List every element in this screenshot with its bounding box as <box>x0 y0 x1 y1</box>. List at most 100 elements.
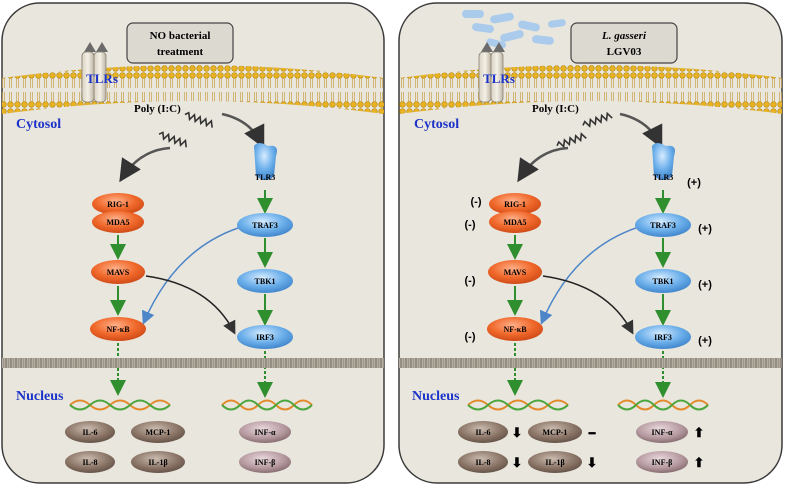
nfkb-label: NF-κB <box>503 325 527 334</box>
il8-label: IL-8 <box>475 458 490 467</box>
nfkb-node <box>487 317 543 341</box>
rig1-sign: (-) <box>471 196 482 208</box>
mavs-node <box>91 260 145 284</box>
infb-node <box>636 451 688 473</box>
mda5-label: MDA5 <box>106 218 129 227</box>
il8-node <box>65 451 115 473</box>
tlr3-label: TLR3 <box>255 173 275 182</box>
cytosol-label: Cytosol <box>16 117 61 132</box>
tlr-label: TLRs <box>86 71 118 86</box>
infa-node <box>636 421 688 443</box>
traf3-node <box>635 213 691 237</box>
il1b-label: IL-1β <box>545 458 564 467</box>
il1b-down-arrow: ⬇ <box>587 455 598 470</box>
infa-up-arrow: ⬆ <box>694 425 705 440</box>
traf3-node <box>237 213 293 237</box>
infa-node <box>239 421 291 443</box>
mcp1-label: MCP-1 <box>146 428 171 437</box>
dna-left <box>467 399 569 411</box>
polyic-strand-2 <box>184 111 213 128</box>
nucleus-label: Nucleus <box>412 389 460 404</box>
dna-left <box>69 399 171 411</box>
mavs-label: MAVS <box>504 268 527 277</box>
mavs-label: MAVS <box>107 268 130 277</box>
polyic-label: Poly (I:C) <box>532 103 579 115</box>
il6-node <box>458 421 508 443</box>
il8-node <box>458 451 508 473</box>
traf3-label: TRAF3 <box>650 221 676 230</box>
tlr3-node <box>254 143 277 180</box>
right-panel: TLRs L. gasseri LGV03 Cytosol Poly (I:C)… <box>398 2 783 484</box>
mda5-node <box>489 211 541 233</box>
mcp1-label: MCP-1 <box>543 428 568 437</box>
arrow-to-tlr3 <box>619 112 663 149</box>
treatment-line2: LGV03 <box>607 46 642 58</box>
il8-label: IL-8 <box>82 458 97 467</box>
mavs-node <box>488 260 542 284</box>
irf3-node <box>635 325 691 349</box>
rig1-node <box>92 193 144 215</box>
irf3-label: IRF3 <box>256 333 274 342</box>
tbk1-label: TBK1 <box>653 277 674 286</box>
rig1-label: RIG-1 <box>504 200 526 209</box>
infb-label: INF-β <box>652 458 673 467</box>
treatment-line1: NO bacterial <box>150 30 211 42</box>
cytosol-label: Cytosol <box>414 117 459 132</box>
tlr-label: TLRs <box>483 71 515 86</box>
bacteria-icon <box>462 10 566 49</box>
traf3-to-nfkb-arrow <box>539 227 637 325</box>
mcp1-node <box>528 421 582 443</box>
left-panel: TLRs NO bacterial treatment Cytosol Poly… <box>1 2 385 484</box>
traf3-to-nfkb-arrow <box>141 227 239 325</box>
tlr-receptor <box>478 42 505 103</box>
polyic-strand-1 <box>556 132 587 149</box>
dna-right <box>617 399 709 411</box>
mda5-sign: (-) <box>465 219 476 231</box>
mavs-to-irf3-arrow <box>145 275 236 335</box>
traf3-label: TRAF3 <box>252 221 278 230</box>
tbk1-sign: (+) <box>698 279 712 291</box>
dna-right <box>221 399 313 411</box>
nfkb-node <box>90 317 146 341</box>
arrow-to-tlr3 <box>221 112 265 149</box>
arrow-to-rig1 <box>119 146 171 183</box>
irf3-sign: (+) <box>698 335 712 347</box>
mavs-sign: (-) <box>465 275 476 287</box>
arrow-to-rig1 <box>517 146 569 183</box>
tbk1-node <box>237 269 293 293</box>
tlr3-sign: (+) <box>687 177 701 189</box>
nuclear-membrane <box>2 358 384 368</box>
treatment-line2: treatment <box>157 46 204 58</box>
polyic-strand-2 <box>582 111 613 128</box>
treatment-line1: L. gasseri <box>601 30 647 42</box>
il6-down-arrow: ⬇ <box>512 425 523 440</box>
il6-label: IL-6 <box>475 428 490 437</box>
tbk1-node <box>635 269 691 293</box>
nucleus-label: Nucleus <box>16 389 64 404</box>
polyic-label: Poly (I:C) <box>134 103 181 115</box>
rig1-node <box>489 193 541 215</box>
tlr-receptor <box>81 42 108 103</box>
irf3-label: IRF3 <box>654 333 672 342</box>
infb-node <box>239 451 291 473</box>
tlr3-node <box>652 143 675 180</box>
mcp1-node <box>131 421 185 443</box>
nuclear-membrane <box>399 358 782 368</box>
irf3-node <box>237 325 293 349</box>
infb-label: INF-β <box>255 458 276 467</box>
rig1-label: RIG-1 <box>107 200 129 209</box>
il8-down-arrow: ⬇ <box>512 455 523 470</box>
il6-label: IL-6 <box>82 428 97 437</box>
infa-label: INF-α <box>255 428 276 437</box>
polyic-strand-1 <box>158 131 187 148</box>
nfkb-label: NF-κB <box>106 325 130 334</box>
il1b-node <box>528 451 582 473</box>
mda5-label: MDA5 <box>503 218 526 227</box>
treatment-box <box>570 22 678 64</box>
traf3-sign: (+) <box>698 223 712 235</box>
tbk1-label: TBK1 <box>255 277 276 286</box>
nfkb-sign: (-) <box>465 331 476 343</box>
il6-node <box>65 421 115 443</box>
mcp1-nochange: ━ <box>588 428 596 440</box>
